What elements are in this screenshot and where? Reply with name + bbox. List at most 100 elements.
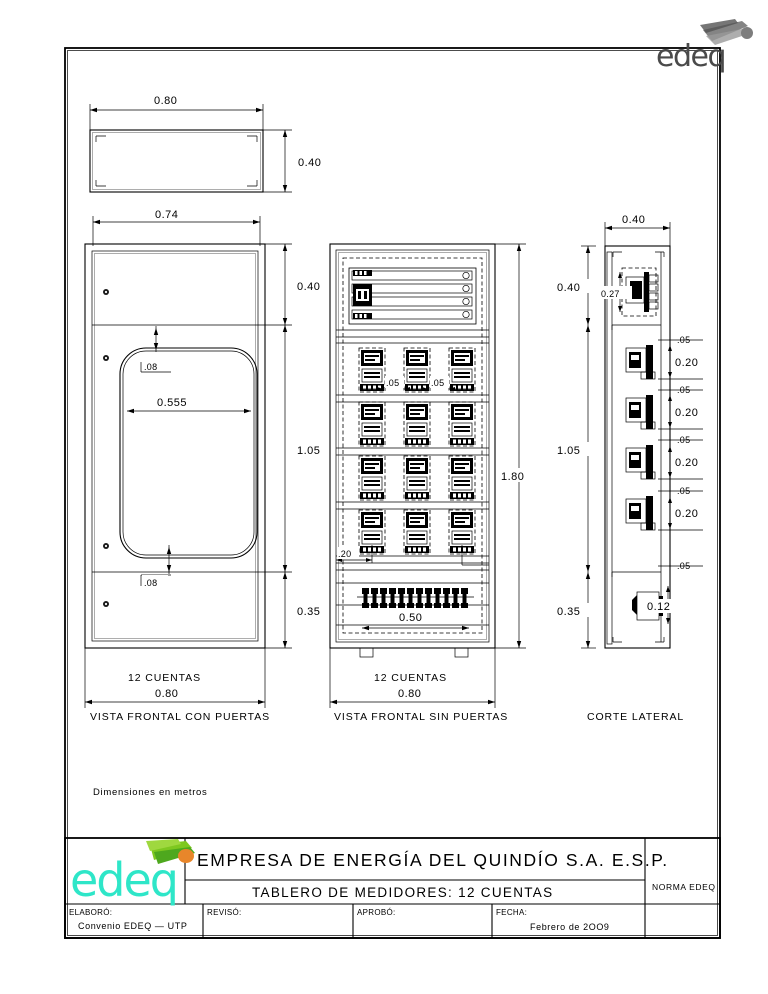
middle-view-caption: VISTA FRONTAL SIN PUERTAS	[334, 711, 508, 723]
meter-unit	[448, 401, 476, 447]
side-terminal-detail: 0.12	[632, 586, 681, 624]
side-view-caption: CORTE LATERAL	[587, 711, 684, 723]
dim-side-meter-4: 0.20	[675, 508, 698, 520]
dim-breaker-depth: 0.27	[600, 272, 632, 312]
dim-middle-section-left: 1.05	[297, 445, 320, 457]
field-label-aprobo: APROBÓ:	[357, 908, 396, 917]
dim-side-gap-4: .05	[677, 486, 690, 496]
dim-side-gap-5: .05	[677, 561, 690, 571]
dim-meter-gap-b: .05	[430, 376, 473, 391]
dim-chain-left-view: 0.40 1.05 0.35	[258, 243, 334, 649]
dim-door-width-text: 0.555	[157, 397, 187, 409]
dim-door-gap-bottom-text: .08	[144, 578, 157, 588]
dim-door-width: 0.555	[127, 394, 251, 414]
view-front-with-doors: 0.74	[84, 206, 334, 723]
door-panel	[119, 347, 258, 559]
left-view-accounts: 12 CUENTAS	[128, 672, 201, 684]
busbar-rail	[351, 296, 473, 307]
dim-total-height: 1.80	[495, 243, 538, 649]
dim-plan-width: 0.80	[89, 92, 264, 132]
field-label-elaboro: ELABORÓ:	[69, 908, 112, 917]
dim-side-gap-2: .05	[677, 385, 690, 395]
meter-unit	[358, 347, 386, 393]
meter-unit	[448, 347, 476, 393]
view-top-plan: 0.80 0.40	[89, 92, 334, 193]
side-meter	[625, 395, 656, 430]
meter-unit	[448, 455, 476, 501]
dim-side-depth: 0.40	[604, 211, 671, 248]
edeq-logo-top-right-text: edeq	[656, 39, 725, 74]
dim-meter-gap-b-text: .05	[431, 378, 444, 388]
dim-door-gap-bottom: .08	[140, 545, 172, 588]
left-view-caption: VISTA FRONTAL CON PUERTAS	[90, 711, 270, 723]
side-meter	[625, 496, 656, 531]
meter-row: .05 .05	[358, 347, 476, 393]
drawing-title: TABLERO DE MEDIDORES: 12 CUENTAS	[252, 885, 553, 900]
norma-label: NORMA EDEQ	[652, 882, 716, 892]
dim-breaker-depth-text: 0.27	[601, 289, 620, 299]
middle-view-accounts: 12 CUENTAS	[374, 672, 447, 684]
busbar-rail	[351, 309, 473, 320]
side-meter	[625, 345, 656, 380]
view-side-section: 0.40	[556, 211, 706, 723]
meter-unit	[358, 455, 386, 501]
meter-row	[358, 401, 476, 447]
dim-side-middle-section: 1.05	[557, 445, 580, 457]
dim-chain-side-left: 0.40 1.05 0.35	[556, 245, 596, 649]
side-meter	[625, 445, 656, 480]
meter-unit	[403, 401, 431, 447]
company-name: EMPRESA DE ENERGÍA DEL QUINDÍO S.A. E.S.…	[197, 850, 669, 870]
dim-bottom-section-left: 0.35	[297, 606, 320, 618]
middle-view-labels: 12 CUENTAS 0.80 VISTA FRONTAL SIN PUERTA…	[329, 648, 508, 723]
dim-door-gap-top: .08	[140, 326, 171, 373]
edeq-logo-title-block: edeq	[70, 839, 195, 907]
dim-side-depth-text: 0.40	[622, 214, 645, 226]
dim-side-meter-2: 0.20	[675, 407, 698, 419]
dim-chain-side-right: .05 0.20 .05 0.20 .05 0.20 .05 0.20	[658, 335, 706, 571]
meter-unit	[403, 347, 431, 393]
dim-inner-width-text: 0.74	[155, 209, 178, 221]
door-hardware-dots	[103, 289, 109, 607]
dim-side-bottom-section: 0.35	[557, 606, 580, 618]
dim-side-meter-1: 0.20	[675, 357, 698, 369]
dim-side-meter-3: 0.20	[675, 457, 698, 469]
field-label-fecha: FECHA:	[496, 908, 527, 917]
title-block: edeq EMPRESA DE ENERGÍA DEL QUINDÍO S.A.…	[64, 837, 721, 939]
meter-unit	[403, 509, 431, 555]
meter-row	[358, 455, 476, 501]
meter-unit	[403, 455, 431, 501]
busbar-rail	[351, 270, 473, 281]
edeq-logo-top-right: edeq	[656, 19, 753, 74]
side-breaker-detail: 0.27	[600, 267, 659, 317]
meter-grid: .05 .05	[336, 347, 489, 571]
dim-meter-offset: .20	[336, 545, 489, 566]
dim-top-section-left: 0.40	[297, 281, 320, 293]
dim-total-height-text: 1.80	[501, 471, 524, 483]
dim-meter-offset-text: .20	[338, 549, 351, 559]
terminal-block-assembly: 0.50	[336, 582, 489, 658]
field-label-reviso: REVISÓ:	[207, 908, 242, 917]
left-view-width-text: 0.80	[155, 688, 178, 700]
field-value-elaboro: Convenio EDEQ — UTP	[78, 921, 187, 931]
left-view-labels: 12 CUENTAS 0.80 VISTA FRONTAL CON PUERTA…	[84, 648, 270, 723]
dim-terminal-width-text: 0.50	[399, 612, 422, 624]
dim-plan-depth-text: 0.40	[298, 157, 321, 169]
main-breaker-icon	[353, 270, 372, 319]
busbar-assembly	[336, 267, 489, 344]
dim-side-gap-1: .05	[677, 335, 690, 345]
dim-plan-width-text: 0.80	[154, 95, 177, 107]
meter-unit	[358, 401, 386, 447]
dim-inner-width: 0.74	[92, 206, 261, 246]
dim-side-gap-3: .05	[677, 435, 690, 445]
dim-terminal-depth-text: 0.12	[647, 601, 670, 613]
dim-door-gap-top-text: .08	[144, 362, 157, 372]
dim-side-top-section: 0.40	[557, 282, 580, 294]
dim-meter-gap-a-text: .05	[386, 378, 399, 388]
edeq-logo-title-block-text: edeq	[70, 853, 177, 907]
terminal-row	[357, 588, 474, 608]
field-value-fecha: Febrero de 2OO9	[530, 922, 610, 932]
busbar-rail	[351, 283, 473, 294]
dim-terminal-width: 0.50	[362, 609, 469, 631]
view-front-without-doors: .05 .05	[329, 243, 538, 723]
